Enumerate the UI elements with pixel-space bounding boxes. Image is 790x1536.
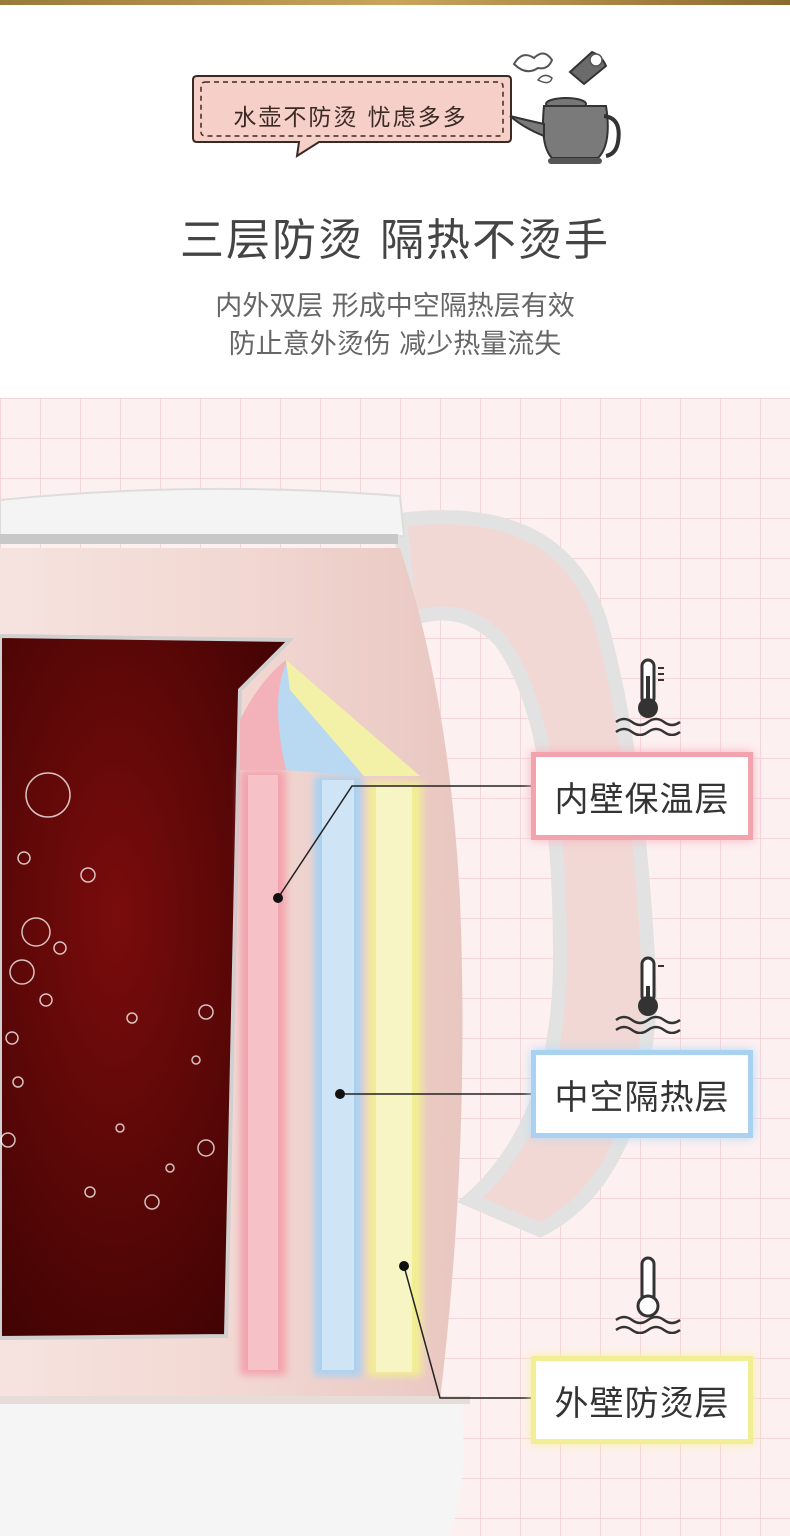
page-title: 三层防烫 隔热不烫手 <box>180 215 610 266</box>
steaming-kettle-icon <box>509 50 621 164</box>
thermometer-low-icon <box>615 1256 681 1334</box>
thermometer-medium-icon <box>615 956 681 1034</box>
inner-layer-slab <box>240 660 286 1375</box>
top-border <box>0 0 790 5</box>
subtitle-line-1: 内外双层 形成中空隔热层有效 <box>215 291 575 322</box>
bubble-text: 水壶不防烫 忧虑多多 <box>233 105 468 131</box>
subtitle-line-2: 防止意外烫伤 减少热量流失 <box>228 329 562 360</box>
thermometer-high-icon <box>615 658 681 736</box>
kettle-cutaway-illustration <box>0 487 658 1536</box>
speech-bubble <box>192 75 512 158</box>
label-outer-anti-scald-layer: 外壁防烫层 <box>531 1356 753 1444</box>
label-inner-insulation-layer: 内壁保温层 <box>531 752 753 840</box>
label-hollow-insulation-layer: 中空隔热层 <box>531 1050 753 1138</box>
